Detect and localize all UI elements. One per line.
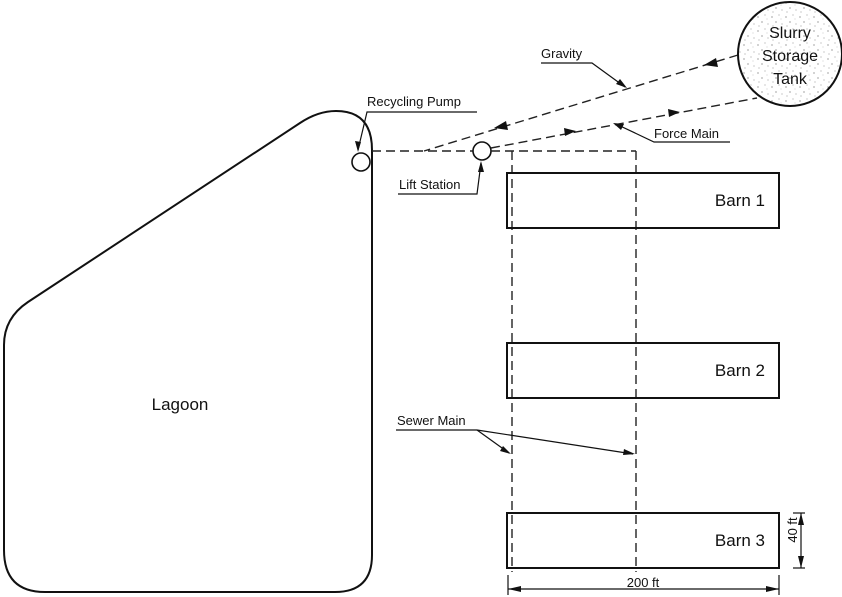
recycling-pump-leader (357, 111, 477, 151)
sewer-main-label: Sewer Main (397, 413, 466, 428)
recycling-pump-icon[interactable] (351, 152, 371, 172)
lift-station-label: Lift Station (399, 177, 460, 192)
barn-1-label: Barn 1 (715, 191, 765, 210)
barn-2[interactable]: Barn 2 (506, 342, 780, 399)
barn-2-label: Barn 2 (715, 361, 765, 380)
dim-arrow-right-icon (766, 586, 779, 592)
force-main-label: Force Main (654, 126, 719, 141)
gravity-label: Gravity (541, 46, 583, 61)
recycling-pump-arrow-icon (355, 141, 361, 152)
slurry-storage-tank (737, 1, 842, 107)
gravity-leader-arrow-icon (616, 79, 627, 88)
lagoon-label: Lagoon (152, 395, 209, 414)
dim-arrow-left-icon (508, 586, 521, 592)
barn-3[interactable]: Barn 3 (506, 512, 780, 569)
dim-arrow-up-icon (798, 513, 804, 525)
force-main-leader-arrow-icon (613, 123, 624, 130)
dim-width-label: 40 ft (785, 517, 800, 543)
gravity-pipe (423, 54, 739, 152)
lagoon-outline (3, 109, 373, 593)
force-main-leader (615, 123, 730, 143)
gravity-arrow-icon (704, 58, 718, 67)
sewer-main-leader-right (476, 429, 634, 455)
sewer-main-arrow-icon (500, 446, 511, 454)
dim-arrow-down-icon (798, 556, 804, 568)
dim-length-label: 200 ft (627, 575, 660, 590)
lift-station-icon[interactable] (472, 141, 492, 161)
barn-3-label: Barn 3 (715, 531, 765, 550)
tank-label-line-1: Slurry (769, 25, 811, 42)
recycling-pump-label: Recycling Pump (367, 94, 461, 109)
tank-label-line-2: Storage (762, 48, 818, 65)
gravity-arrow-icon (494, 121, 508, 130)
force-main-arrow-icon (668, 109, 680, 117)
sewer-main-arrow-icon (623, 449, 635, 455)
force-main-arrow-icon (564, 128, 576, 136)
tank-label-line-3: Tank (773, 71, 808, 88)
lift-station-arrow-icon (478, 161, 484, 172)
force-main-pipe (490, 97, 758, 149)
barn-1[interactable]: Barn 1 (506, 172, 780, 229)
lift-station-leader (398, 162, 482, 195)
gravity-leader (541, 62, 626, 88)
